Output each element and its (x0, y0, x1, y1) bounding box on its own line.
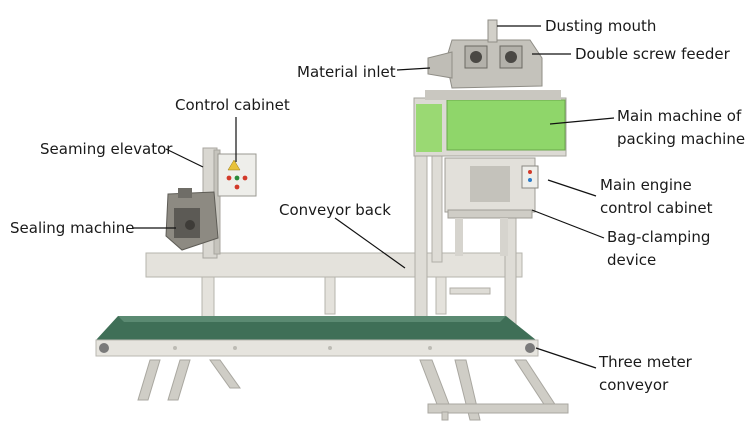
dusting-mouth (487, 19, 498, 43)
label-three-meter-line1: Three meter (599, 353, 692, 371)
label-sealing-machine: Sealing machine (10, 219, 135, 237)
label-control-cabinet: Control cabinet (175, 96, 290, 114)
label-bag-clamping-line1: Bag-clamping (607, 228, 711, 246)
label-main-engine-line2: control cabinet (600, 199, 713, 217)
sealing-machine (165, 188, 219, 251)
double-screw-feeder (445, 39, 543, 89)
label-dusting-mouth: Dusting mouth (545, 17, 657, 35)
conveyor-back (145, 252, 523, 321)
label-main-machine-line2: packing machine (617, 130, 746, 148)
label-main-machine-line1: Main machine of (617, 107, 742, 125)
label-three-meter-line2: conveyor (599, 376, 669, 394)
leader-lines (132, 25, 615, 369)
main-machine-body (413, 90, 567, 157)
control-cabinet (217, 153, 257, 197)
conveyor-belt (95, 316, 539, 357)
label-seaming-elevator: Seaming elevator (40, 140, 173, 158)
conveyor-legs (137, 359, 569, 421)
label-double-screw-feeder: Double screw feeder (575, 45, 730, 63)
label-conveyor-back: Conveyor back (279, 201, 391, 219)
label-bag-clamping-line2: device (607, 251, 657, 269)
material-inlet (427, 51, 453, 79)
label-main-engine-line1: Main engine (600, 176, 692, 194)
label-material-inlet: Material inlet (297, 63, 396, 81)
bag-clamping-assembly (444, 157, 539, 256)
